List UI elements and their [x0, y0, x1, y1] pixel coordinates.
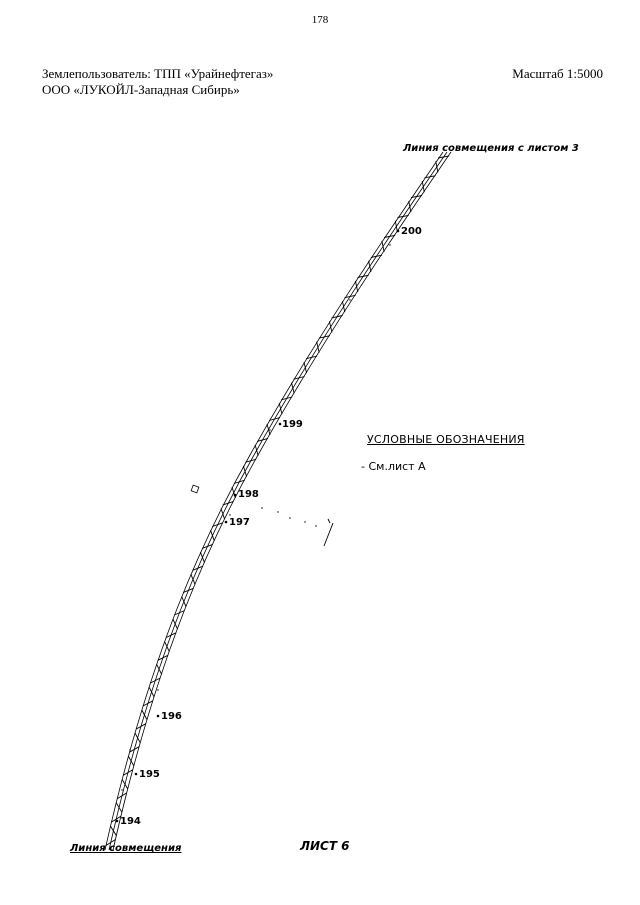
- picket-label: 199: [282, 419, 303, 430]
- picket-label: 194: [120, 816, 141, 827]
- hatch-mark: [331, 315, 343, 319]
- hatch-mark: [115, 802, 123, 813]
- hatch-mark: [172, 618, 178, 630]
- hatch-mark: [245, 458, 257, 463]
- hatch-mark: [116, 792, 128, 800]
- hatch-mark: [266, 423, 271, 436]
- hatch-mark: [394, 220, 398, 232]
- hatch-mark: [408, 200, 412, 213]
- picket-label: 200: [401, 226, 422, 237]
- hatch-mark: [305, 355, 318, 360]
- hatch-mark: [190, 573, 196, 585]
- hatch-mark: [135, 723, 147, 730]
- route-line-right: [112, 151, 452, 851]
- hatch-mark: [156, 663, 163, 675]
- hatch-mark: [105, 839, 116, 846]
- hatch-mark: [424, 175, 436, 179]
- hatch-mark: [192, 565, 204, 571]
- hatch-mark: [421, 181, 425, 193]
- hatch-mark: [182, 587, 194, 594]
- survey-dots: [121, 244, 391, 791]
- hatch-mark: [141, 709, 148, 721]
- picket-label: 196: [161, 711, 182, 722]
- match-line-bottom-label: Линия совмещения: [70, 843, 182, 854]
- hatch-mark: [127, 755, 135, 767]
- hatch-mark: [165, 632, 177, 639]
- route-hatching: [105, 155, 450, 846]
- hatch-mark: [212, 522, 224, 527]
- hatch-mark: [344, 294, 356, 299]
- hatch-mark: [370, 254, 382, 258]
- hatch-mark: [121, 779, 129, 790]
- hatch-mark: [384, 234, 396, 238]
- hatch-mark: [181, 596, 187, 607]
- picket-label: 197: [229, 517, 250, 528]
- hatch-mark: [328, 321, 333, 333]
- hatch-mark: [268, 417, 281, 421]
- hatch-mark: [316, 341, 320, 353]
- hatch-mark: [438, 155, 450, 159]
- picket-label: 198: [238, 489, 259, 500]
- hatch-mark: [174, 610, 185, 616]
- hatch-mark: [148, 686, 155, 698]
- hatch-mark: [256, 437, 269, 442]
- scale-text: Масштаб 1:5000: [512, 66, 603, 81]
- hatch-mark: [142, 700, 154, 707]
- hatch-mark: [341, 301, 346, 313]
- hatch-mark: [134, 732, 141, 744]
- hatch-mark: [199, 551, 205, 563]
- picket-points: [115, 229, 400, 823]
- hatch-mark: [291, 382, 295, 394]
- hatch-mark: [254, 444, 259, 456]
- picket-label: 195: [139, 769, 160, 780]
- hatch-mark: [381, 240, 385, 252]
- land-user-text: Землепользователь: ТПП «Урайнефтегаз»: [42, 66, 274, 81]
- hatch-mark: [281, 396, 293, 401]
- hatch-mark: [110, 825, 117, 836]
- hatch-mark: [368, 260, 372, 272]
- hatch-mark: [397, 214, 409, 218]
- boundary-marker: [190, 484, 200, 494]
- route-line-center: [108, 151, 448, 851]
- hatch-mark: [111, 815, 122, 823]
- hatch-mark: [354, 280, 359, 293]
- match-line-top-label: Линия совмещения с листом 3: [403, 143, 579, 154]
- legend-title: УСЛОВНЫЕ ОБОЗНАЧЕНИЯ: [367, 433, 525, 446]
- hatch-mark: [303, 361, 308, 374]
- hatch-mark: [233, 479, 245, 484]
- company-text: ООО «ЛУКОЙЛ-Западная Сибирь»: [42, 82, 240, 97]
- hatch-mark: [210, 530, 215, 541]
- hatch-mark: [201, 543, 213, 549]
- hatch-mark: [149, 677, 161, 684]
- hatch-mark: [242, 465, 248, 477]
- hatch-mark: [435, 161, 439, 173]
- hatch-mark: [164, 641, 170, 652]
- hatch-mark: [157, 654, 169, 661]
- hatch-mark: [318, 335, 330, 339]
- hatch-mark: [293, 376, 305, 380]
- hatch-mark: [222, 500, 234, 506]
- page-number: 178: [311, 14, 329, 26]
- sheet-label: ЛИСТ 6: [300, 839, 350, 853]
- hatch-mark: [220, 508, 226, 520]
- hatch-mark: [129, 746, 140, 753]
- bearing-line: [323, 522, 334, 547]
- hatch-mark: [122, 769, 134, 776]
- route-line-left: [104, 151, 444, 851]
- legend-item: - См.лист А: [361, 460, 426, 473]
- hatch-mark: [410, 195, 423, 199]
- hatch-mark: [357, 274, 369, 278]
- hatch-mark: [278, 403, 283, 415]
